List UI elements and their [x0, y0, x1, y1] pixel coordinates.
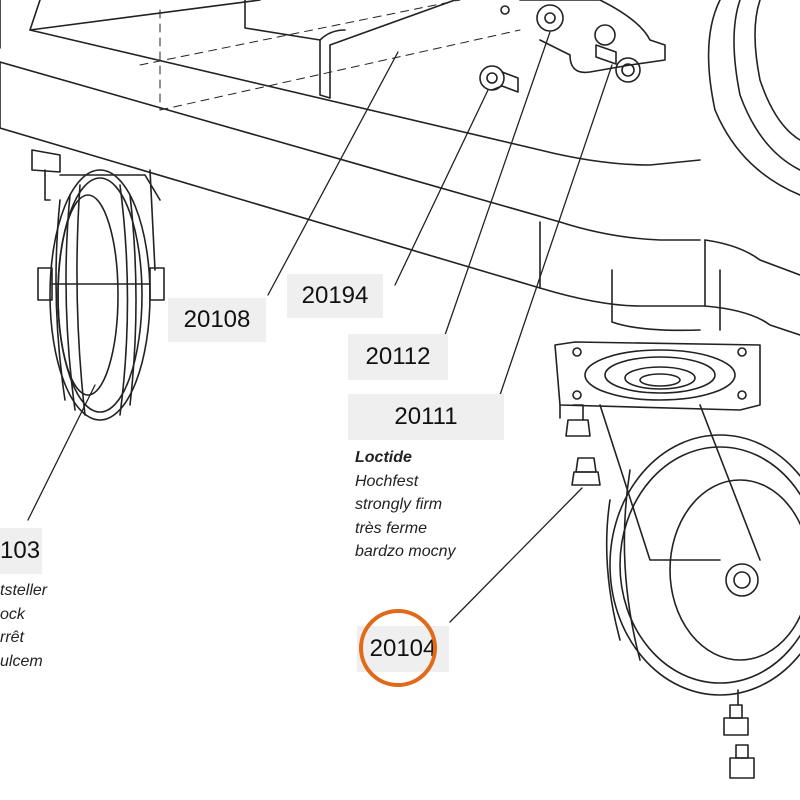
part-label-20194: 20194: [287, 274, 383, 318]
leader-lines: [27, 31, 613, 623]
right-caster: [554, 341, 800, 696]
loctide-note: Loctide Hochfest strongly firm très ferm…: [355, 446, 456, 564]
lock-line-en: ock: [0, 605, 25, 623]
bracket-plate: [244, 0, 456, 99]
top-right-wheel: [707, 0, 800, 196]
caster-fasteners: [565, 404, 755, 779]
loctide-line-de: Hochfest: [355, 472, 419, 490]
pivot-plate: [500, 0, 666, 83]
lock-note: tsteller ock rrêt ulcem: [0, 579, 47, 673]
loctide-line-pl: bardzo mocny: [355, 543, 456, 560]
lock-line-de: tsteller: [0, 582, 48, 599]
part-label-20111: 20111: [348, 394, 504, 440]
lock-line-fr: rrêt: [0, 629, 24, 646]
loctide-line-fr: très ferme: [355, 519, 428, 537]
hidden-edges: [139, 0, 521, 111]
part-label-20112: 20112: [348, 334, 448, 380]
left-wheel: [31, 149, 165, 421]
loctide-line-en: strongly firm: [355, 496, 443, 513]
lock-line-pl: ulcem: [0, 652, 43, 670]
frame-outline: [0, 0, 800, 336]
loctide-title: Loctide: [355, 449, 412, 466]
highlight-circle: [359, 609, 437, 687]
bolt-20194-drawing: [479, 65, 519, 93]
part-label-20103: 103: [0, 528, 42, 574]
part-label-20108: 20108: [168, 298, 266, 342]
